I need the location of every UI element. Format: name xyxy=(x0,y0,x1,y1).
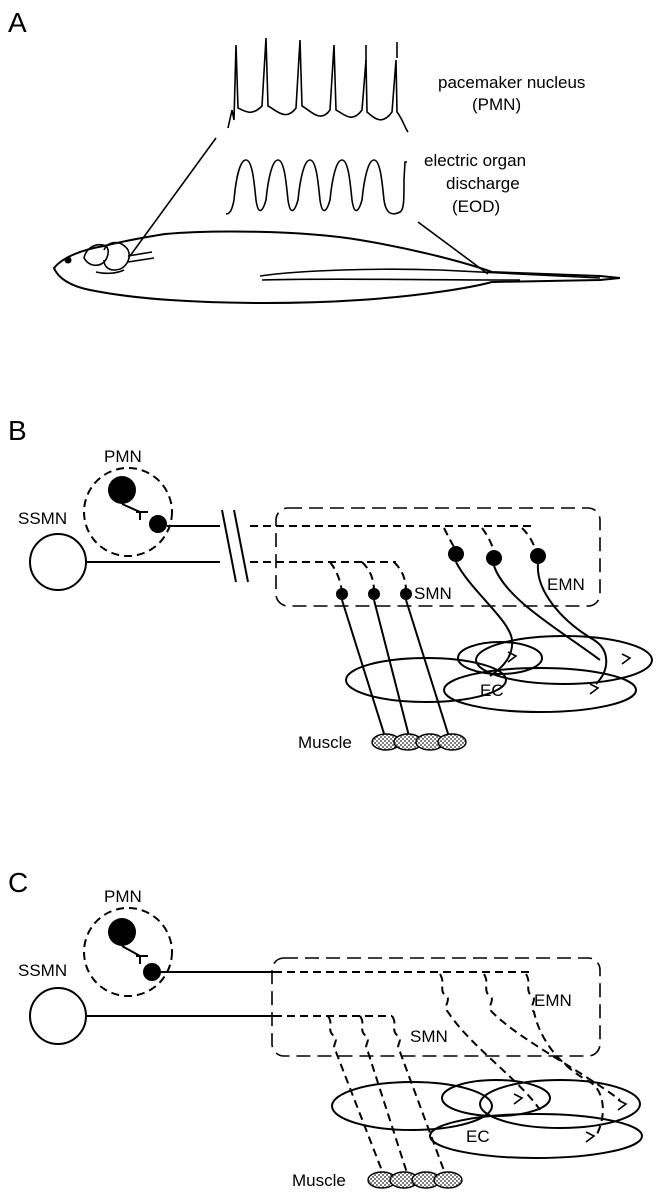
pmn-label-line1: pacemaker nucleus xyxy=(438,73,585,92)
muscle-label-c: Muscle xyxy=(292,1171,346,1190)
ssmn-label-c: SSMN xyxy=(18,961,67,980)
pmn-relay-cell-b xyxy=(149,515,167,533)
eod-trace xyxy=(225,159,407,215)
muscle-fibers-b xyxy=(371,733,467,751)
pmn-nucleus-c xyxy=(83,907,173,997)
electrocytes-c xyxy=(331,1079,643,1159)
panel-c-letter: C xyxy=(8,867,28,898)
smn-axons-c xyxy=(327,1015,447,1177)
smn-label-c: SMN xyxy=(410,1027,448,1046)
spinal-cord-box-b xyxy=(275,507,601,607)
panel-c: C PMN SSMN EMN SMN xyxy=(8,867,643,1190)
ec-label-c: EC xyxy=(466,1127,490,1146)
pmn-relay-cell-c xyxy=(143,963,161,981)
eod-label-line1: electric organ xyxy=(424,151,526,170)
ssmn-cell-c xyxy=(29,987,87,1045)
pmn-pacemaker-cell-b xyxy=(108,476,136,504)
eod-label-line3: (EOD) xyxy=(452,197,500,216)
pmn-label-line2: (PMN) xyxy=(472,95,521,114)
pmn-label-c: PMN xyxy=(104,887,142,906)
pmn-nucleus-b xyxy=(83,467,173,557)
ec-label-b: EC xyxy=(480,681,504,700)
spinal-cord-box-c xyxy=(271,957,601,1057)
muscle-fibers-c xyxy=(367,1171,463,1189)
pmn-spike-trace xyxy=(227,37,409,133)
emn-label-b: EMN xyxy=(547,575,585,594)
smn-label-b: SMN xyxy=(414,584,452,603)
emn-axons-c xyxy=(439,973,621,1137)
emn-label-c: EMN xyxy=(534,991,572,1010)
panel-b: B PMN SSMN EMN xyxy=(8,415,653,752)
muscle-label-b: Muscle xyxy=(298,733,352,752)
ssmn-label-b: SSMN xyxy=(18,509,67,528)
electrocytes-b xyxy=(345,635,653,713)
eod-label-line2: discharge xyxy=(446,174,520,193)
ssmn-cell-b xyxy=(29,533,87,591)
fish-illustration xyxy=(52,137,621,304)
smn-cells-b xyxy=(329,561,451,741)
panel-b-letter: B xyxy=(8,415,27,446)
panel-a: A pacemaker nucleus (PMN) electric organ… xyxy=(8,7,621,304)
panel-a-letter: A xyxy=(8,7,27,38)
pmn-label-b: PMN xyxy=(104,447,142,466)
pmn-pacemaker-cell-c xyxy=(108,918,136,946)
